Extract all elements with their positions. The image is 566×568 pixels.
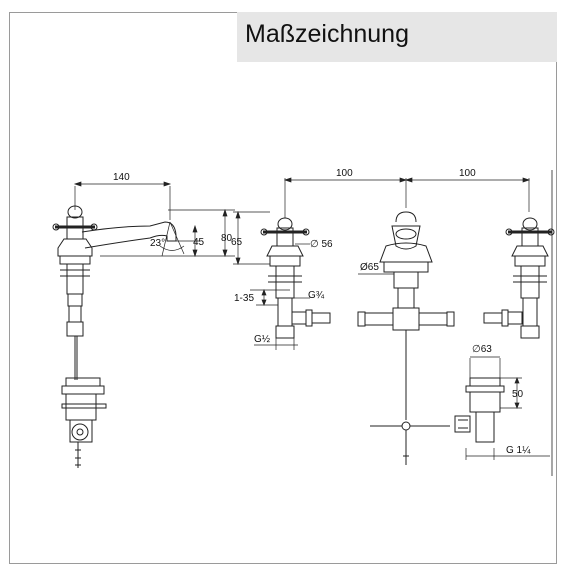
dim-spout-reach: 140 [113, 172, 130, 183]
dim-height-45: 45 [193, 237, 205, 248]
hot-valve-side [483, 217, 555, 339]
dim-handle-diameter: ∅ 56 [310, 239, 333, 250]
dim-thread-g12: G½ [254, 334, 271, 345]
cold-valve-side [260, 217, 331, 339]
drain-dimensions [465, 356, 550, 460]
dim-range: 1-35 [234, 293, 254, 304]
dim-height-80: 80 [221, 233, 233, 244]
dim-drain-height: 50 [512, 389, 524, 400]
drain-assembly [454, 377, 505, 443]
side-view-faucet [52, 205, 177, 468]
dim-spacing-left: 100 [336, 168, 353, 179]
dim-height-65: 65 [231, 237, 243, 248]
dim-drain-diameter: ∅63 [472, 344, 492, 355]
dim-angle: 23° [150, 238, 165, 249]
title-bar: Maßzeichnung [237, 12, 557, 62]
cold-valve-dimensions [233, 177, 531, 350]
center-mixer-front [357, 211, 455, 465]
side-view-dimensions [73, 181, 235, 258]
dim-thread-g34: G¾ [308, 290, 325, 301]
dim-drain-thread: G 1¼ [506, 444, 531, 456]
page-title: Maßzeichnung [245, 20, 409, 48]
dim-body-diameter: Ø65 [360, 262, 379, 273]
dim-spacing-right: 100 [459, 168, 476, 179]
